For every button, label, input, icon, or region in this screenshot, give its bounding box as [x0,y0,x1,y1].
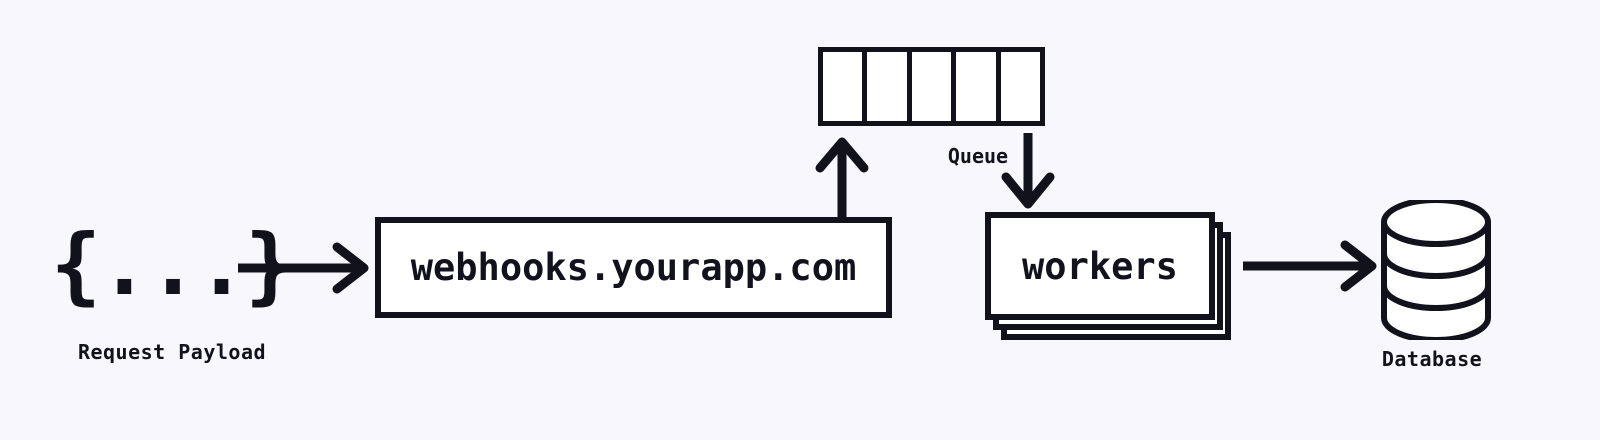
webhooks-endpoint-label: webhooks.yourapp.com [410,246,857,289]
queue-cell [867,52,912,121]
queue-cell [956,52,1001,121]
workers-node: workers [985,212,1235,347]
json-braces-icon: {...} [50,215,296,314]
workers-box[interactable]: workers [985,212,1215,320]
workers-label: workers [1022,244,1178,288]
database-node: Database [1375,197,1545,375]
webhooks-endpoint-box[interactable]: webhooks.yourapp.com [375,217,892,318]
queue-cell [823,52,868,121]
queue-label: Queue [947,144,1009,168]
database-label: Database [1381,347,1483,371]
arrow-workers-to-database [1243,240,1377,292]
database-cylinder-icon [1381,197,1491,343]
queue-cell [911,52,957,121]
request-payload-node: {...} Request Payload [50,212,296,372]
request-payload-label: Request Payload [77,340,267,364]
arrow-webhooks-to-queue [815,137,869,218]
queue-cell [1000,52,1041,121]
queue-node: Queue [818,47,1045,168]
queue-cells [818,47,1045,126]
